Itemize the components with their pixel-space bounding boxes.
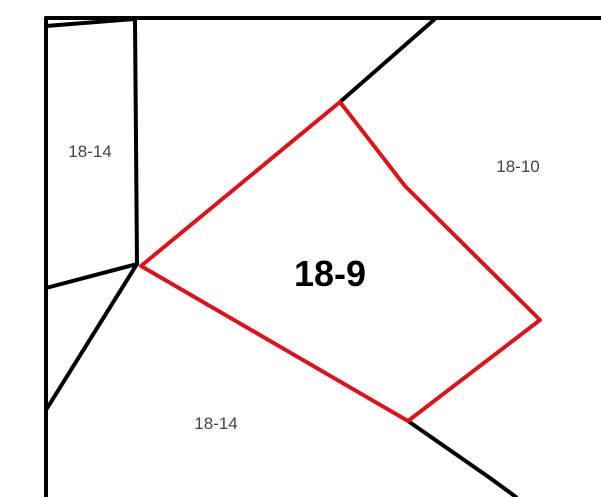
parcel-label-bottom: 18-14 [194,414,237,433]
boundary-vertical-divider [133,17,139,266]
boundary-top-left [44,17,137,28]
boundary-left-diagonal [44,262,139,412]
parcel-label-top-left: 18-14 [68,142,111,161]
boundary-bottom-right [406,419,518,497]
boundary-left-horizontal [44,262,139,290]
parcel-label-top-right: 18-10 [496,157,539,176]
parcel-label-selected: 18-9 [294,253,366,294]
selected-parcel-outline[interactable] [139,100,542,423]
boundary-top-diagonal [338,16,438,104]
